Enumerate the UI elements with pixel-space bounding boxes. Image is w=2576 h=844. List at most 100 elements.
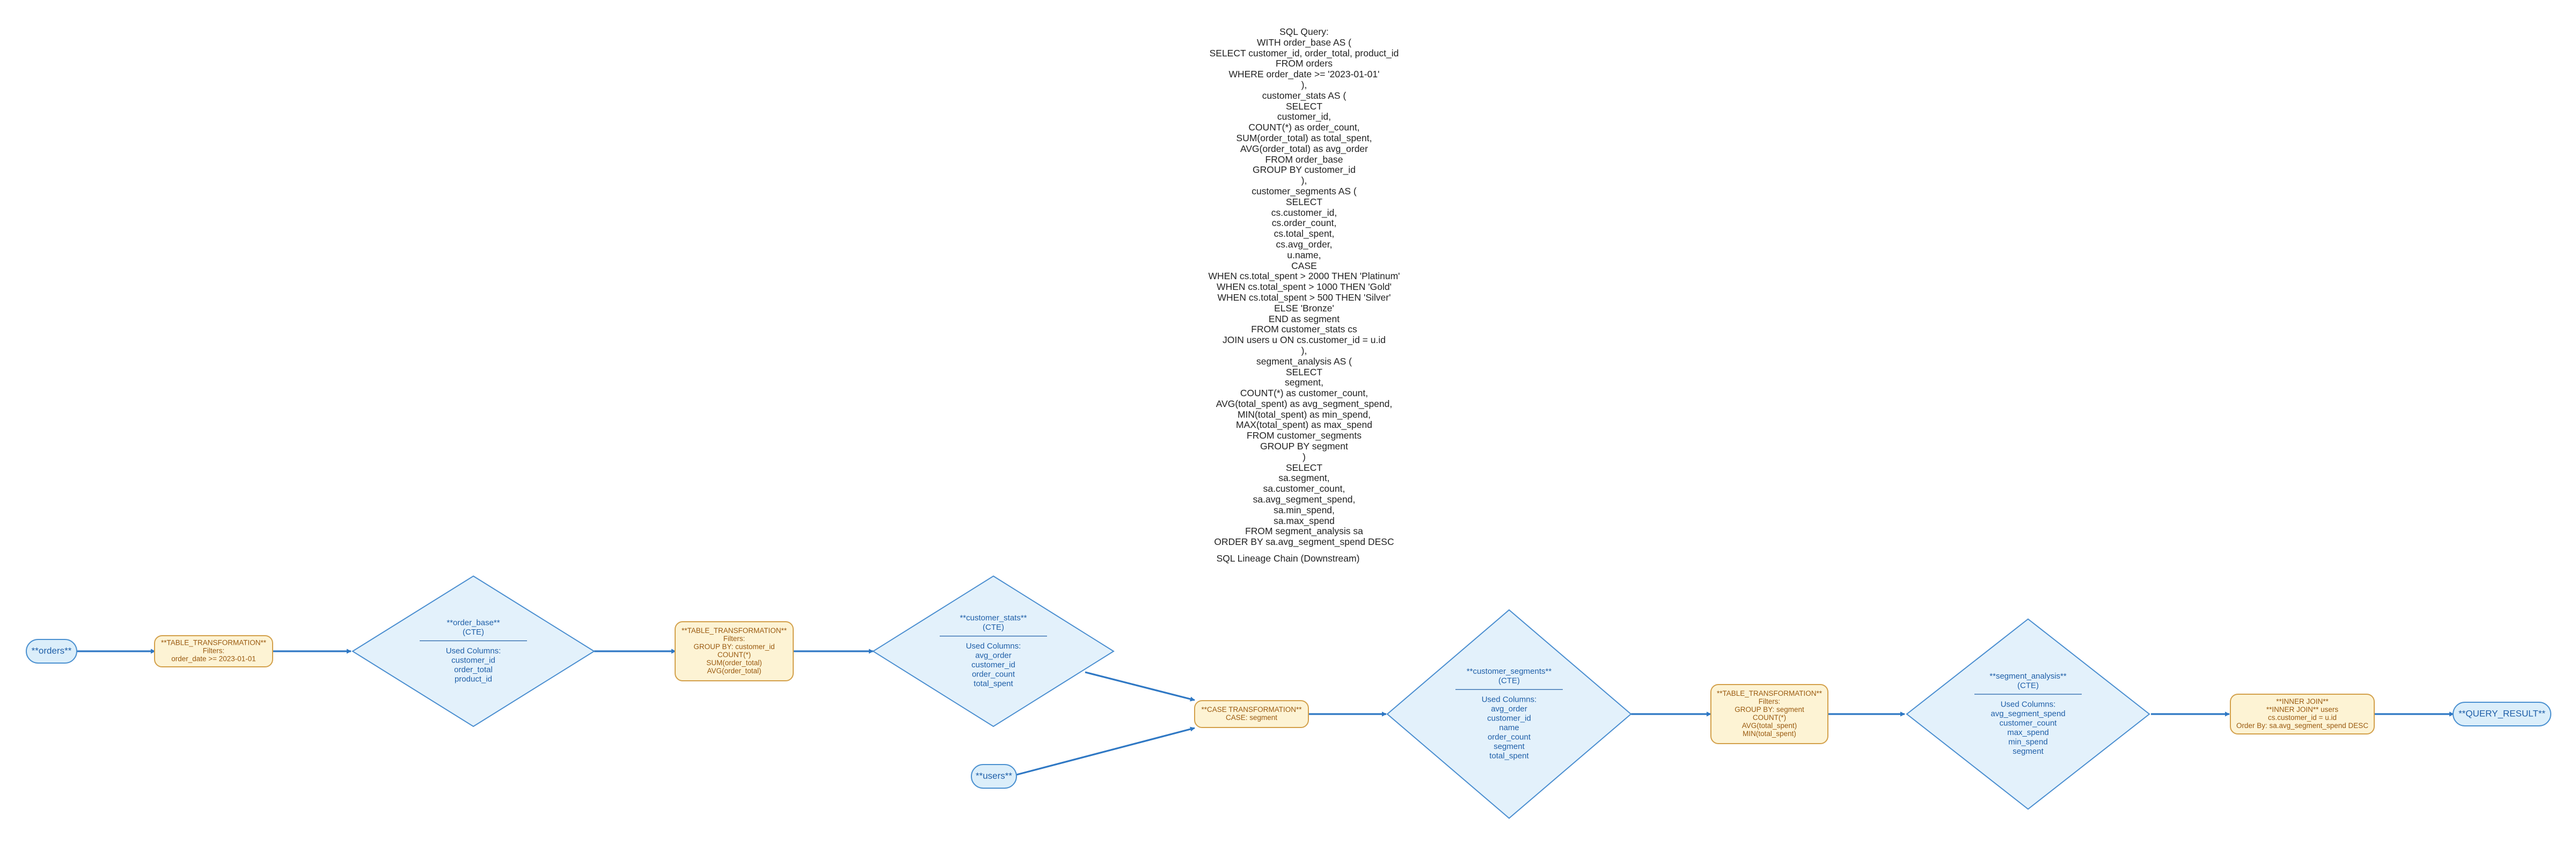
sql-line: segment_analysis AS ( (1256, 355, 1352, 367)
sql-line: ELSE 'Bronze' (1274, 302, 1334, 314)
table-node-label: **orders** (32, 645, 72, 656)
cte-node-title: **customer_segments** (1467, 667, 1552, 676)
sql-line: ), (1301, 345, 1307, 356)
transformation-node-line: AVG(order_total) (707, 667, 761, 675)
users-table-node[interactable]: **users** (971, 764, 1017, 789)
sql-line: sa.customer_count, (1263, 483, 1345, 494)
cte-node-column: avg_order (1491, 704, 1527, 714)
lineage-nodes: **orders****TABLE_TRANSFORMATION**Filter… (26, 575, 2551, 819)
sql-line: WHEN cs.total_spent > 1000 THEN 'Gold' (1217, 281, 1392, 293)
cte-node-title: (CTE) (2017, 681, 2039, 690)
cte-node-column: segment (1494, 742, 1525, 751)
sql-line: WHERE order_date >= '2023-01-01' (1228, 69, 1380, 80)
transformation-node-line: **CASE TRANSFORMATION** (1201, 705, 1302, 714)
lineage-chain-title: SQL Lineage Chain (Downstream) (1216, 553, 1360, 564)
sql-query-text: SQL Query:WITH order_base AS (SELECT cus… (1127, 26, 1481, 548)
transformation-node-line: GROUP BY: segment (1735, 705, 1804, 714)
table-node-label: **QUERY_RESULT** (2458, 708, 2545, 718)
join-transformation-node[interactable]: **INNER JOIN****INNER JOIN** userscs.cus… (2230, 694, 2375, 734)
transformation-node-line: **INNER JOIN** users (2266, 705, 2339, 714)
cte-node-column: min_spend (2008, 737, 2047, 746)
sql-line: cs.avg_order, (1276, 238, 1333, 250)
transformation-node-line: GROUP BY: customer_id (693, 643, 774, 651)
tt1-transformation-node[interactable]: **TABLE_TRANSFORMATION**Filters:order_da… (154, 635, 273, 667)
order-base-cte-node[interactable]: **order_base**(CTE)Used Columns:customer… (352, 575, 595, 727)
sql-line: SELECT (1285, 196, 1323, 207)
sql-line: sa.segment, (1278, 472, 1330, 484)
sql-line: FROM customer_stats cs (1251, 324, 1357, 335)
sql-line: SUM(order_total) as total_spent, (1236, 132, 1372, 143)
cte-node-column: Used Columns: (1482, 695, 1537, 704)
cte-node-shape (1386, 609, 1632, 819)
transformation-node-line: order_date >= 2023-01-01 (171, 655, 256, 663)
sql-line: sa.max_spend (1274, 515, 1335, 526)
cte-node-column: segment (2012, 747, 2044, 756)
tt3-transformation-node[interactable]: **TABLE_TRANSFORMATION**Filters:GROUP BY… (1710, 684, 1828, 744)
cte-node-column: avg_segment_spend (1990, 709, 2065, 718)
table-node-shape (2453, 702, 2551, 726)
orders-table-node[interactable]: **orders** (26, 639, 77, 664)
cte-node-column: customer_id (451, 656, 495, 665)
cte-node-column: Used Columns: (446, 646, 501, 656)
cte-node-shape (872, 575, 1115, 727)
transformation-node-line: Filters: (723, 635, 745, 643)
sql-line: FROM customer_segments (1247, 430, 1362, 441)
cte-node-column: product_id (455, 674, 492, 683)
cte-node-title: (CTE) (463, 628, 484, 637)
cte-node-column: customer_id (1487, 714, 1531, 723)
sql-line: SQL Query: (1279, 26, 1329, 37)
customer-segments-cte-node[interactable]: **customer_segments**(CTE) Used Columns:a… (1386, 609, 1632, 819)
sql-line: FROM segment_analysis sa (1245, 526, 1363, 537)
transformation-node-line: SUM(order_total) (706, 659, 762, 667)
table-node-label: **users** (976, 770, 1012, 781)
segment-analysis-cte-node[interactable]: **segment_analysis**(CTE) Used Columns:av… (1906, 618, 2150, 810)
cte-node-title: **segment_analysis** (1989, 672, 2067, 681)
tt2-transformation-node[interactable]: **TABLE_TRANSFORMATION**Filters:GROUP BY… (675, 621, 794, 681)
sql-line: cs.total_spent, (1274, 228, 1335, 239)
transformation-node-line: **TABLE_TRANSFORMATION** (161, 639, 267, 647)
transformation-node-line: Filters: (203, 647, 225, 655)
cte-node-title: (CTE) (1498, 676, 1520, 686)
table-node-shape (971, 764, 1017, 789)
transformation-node-line: **TABLE_TRANSFORMATION** (682, 627, 787, 635)
sql-line: SELECT customer_id, order_total, product… (1209, 47, 1399, 59)
sql-line: GROUP BY customer_id (1253, 164, 1356, 176)
cte-node-column: Used Columns: (2001, 700, 2056, 709)
cte-node-column: total_spent (974, 679, 1013, 688)
sql-line: SELECT (1285, 366, 1323, 377)
sql-line: WHEN cs.total_spent > 2000 THEN 'Platinu… (1208, 271, 1400, 282)
transformation-node-shape (1194, 700, 1309, 728)
transformation-node-line: COUNT(*) (718, 651, 751, 659)
transformation-node-line: **TABLE_TRANSFORMATION** (1717, 689, 1823, 697)
cte-node-column: order_total (454, 665, 493, 674)
sql-line: MAX(total_spent) as max_spend (1236, 419, 1372, 431)
transformation-node-line: COUNT(*) (1753, 714, 1786, 722)
cte-node-column: total_spent (1489, 752, 1529, 761)
transformation-node-line: Order By: sa.avg_segment_spend DESC (2236, 722, 2368, 730)
sql-line: u.name, (1287, 249, 1321, 260)
cte-node-column: Used Columns: (966, 642, 1021, 651)
sql-line: ) (1302, 451, 1306, 462)
cte-node-column: name (1499, 723, 1519, 732)
sql-line: FROM order_base (1265, 154, 1343, 165)
transformation-node-line: AVG(total_spent) (1742, 722, 1797, 730)
cte-node-column: max_spend (2007, 728, 2049, 737)
transformation-node-line: **INNER JOIN** (2276, 697, 2329, 705)
case-tr-transformation-node[interactable]: **CASE TRANSFORMATION**CASE: segment (1194, 700, 1309, 728)
sql-line: segment, (1285, 377, 1323, 388)
transformation-node-shape (1710, 684, 1828, 744)
sql-line: JOIN users u ON cs.customer_id = u.id (1223, 334, 1386, 346)
cte-node-shape (352, 575, 595, 727)
sql-line: ), (1301, 79, 1307, 90)
lineage-edge (1085, 671, 1195, 702)
transformation-node-line: CASE: segment (1226, 714, 1277, 722)
sql-line: cs.customer_id, (1271, 207, 1337, 218)
customer-stats-cte-node[interactable]: **customer_stats**(CTE)Used Columns:avg_… (872, 575, 1115, 727)
sql-line: sa.avg_segment_spend, (1253, 494, 1356, 505)
cte-node-title: (CTE) (983, 623, 1004, 632)
result-table-node[interactable]: **QUERY_RESULT** (2453, 702, 2551, 726)
sql-line: customer_id, (1277, 111, 1331, 122)
sql-line: customer_segments AS ( (1252, 185, 1357, 197)
sql-line: ), (1301, 175, 1307, 186)
